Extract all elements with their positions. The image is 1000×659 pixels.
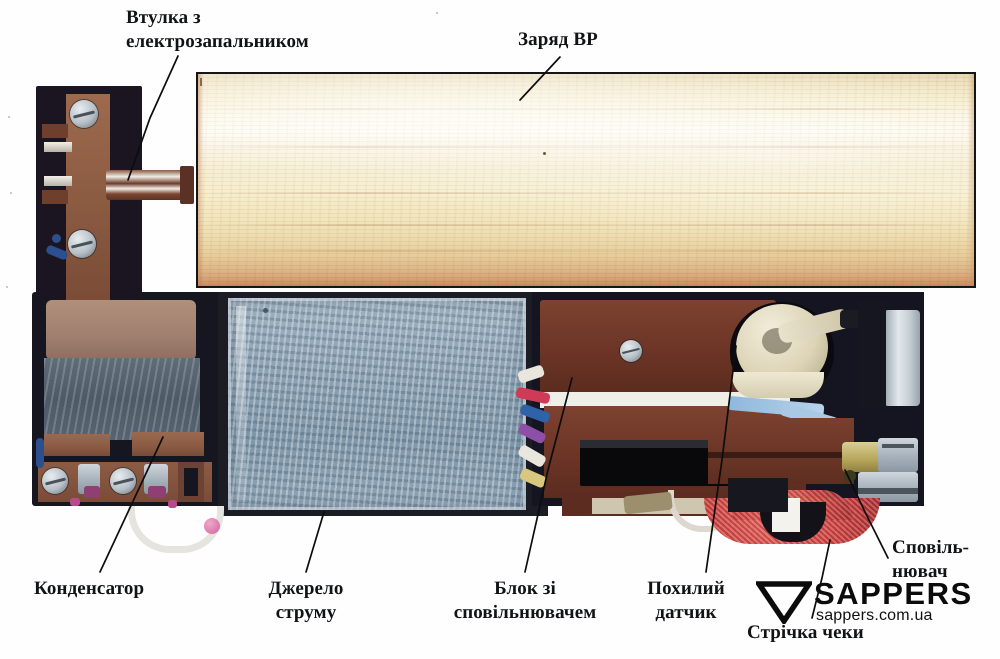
solder-blob	[70, 498, 80, 506]
cylinder-shadow	[858, 300, 886, 408]
tilt-sensor-skirt	[732, 372, 824, 398]
delay-element-groove	[882, 444, 914, 448]
delay-element-port	[844, 470, 856, 482]
wire-bead	[204, 518, 220, 534]
watermark-brand: SAPPERS	[814, 576, 973, 611]
contact-stripe	[44, 142, 72, 152]
blue-wire	[36, 438, 44, 468]
solder-blob	[148, 486, 166, 498]
charge-highlight	[198, 74, 974, 286]
scan-speck	[6, 286, 8, 288]
screw-icon	[620, 340, 642, 362]
charge-corner-mark	[200, 78, 202, 86]
solder-blob	[168, 500, 177, 508]
electro-igniter-pin	[106, 170, 188, 200]
screw-icon	[42, 468, 68, 494]
power-source-rim	[228, 298, 526, 510]
delay-element-cap	[878, 438, 918, 472]
label-power-source: Джерело струму	[268, 578, 344, 624]
bracket-slot	[184, 468, 198, 496]
charge-speck	[543, 152, 546, 155]
capacitor-base-right	[132, 432, 204, 456]
contact-block	[42, 124, 68, 138]
delay-block-slot-edge	[580, 440, 784, 448]
capacitor-can	[44, 358, 200, 440]
label-delay-block: Блок зі сповільнювачем	[453, 578, 597, 624]
power-source-highlight	[236, 306, 246, 502]
blue-wire-end	[52, 234, 61, 243]
screw-icon	[110, 468, 136, 494]
screw-icon	[68, 230, 96, 258]
contact-block	[42, 190, 68, 204]
power-source-cell	[228, 298, 526, 510]
steel-cylinder	[884, 310, 920, 406]
label-capacitor: Конденсатор	[34, 578, 145, 599]
solder-blob	[84, 486, 100, 498]
screw-icon	[70, 100, 98, 128]
watermark: SAPPERS sappers.com.ua	[756, 576, 986, 626]
label-pull-ribbon: Стрічка чеки	[747, 622, 864, 643]
device-photo	[32, 86, 924, 553]
label-tilt-sensor: Похилий датчик	[647, 578, 725, 624]
inner-shadow	[728, 478, 788, 512]
label-detonator-socket: Втулка з електрозапальником	[126, 7, 309, 53]
label-delay-element: Сповіль- нювач	[892, 537, 970, 583]
right-metal-seam	[858, 488, 918, 494]
label-explosive-charge: Заряд ВР	[518, 29, 598, 50]
contact-stripe	[44, 176, 72, 186]
scan-speck	[436, 12, 438, 14]
charge-right-edge	[967, 74, 974, 286]
right-block-seam	[708, 452, 854, 458]
tilt-sensor-contact	[840, 310, 860, 328]
capacitor-body	[46, 300, 196, 360]
igniter-pin-tip	[180, 166, 194, 204]
scan-speck	[8, 116, 10, 118]
right-brown-block	[708, 418, 854, 484]
explosive-charge-block	[196, 72, 976, 288]
triangle-icon	[756, 581, 812, 624]
charge-left-edge	[198, 74, 204, 286]
power-source-mark	[263, 308, 268, 313]
watermark-url: sappers.com.ua	[816, 607, 933, 624]
capacitor-base-left	[44, 434, 110, 456]
detonator-holder	[66, 94, 110, 300]
scan-speck	[10, 192, 12, 194]
